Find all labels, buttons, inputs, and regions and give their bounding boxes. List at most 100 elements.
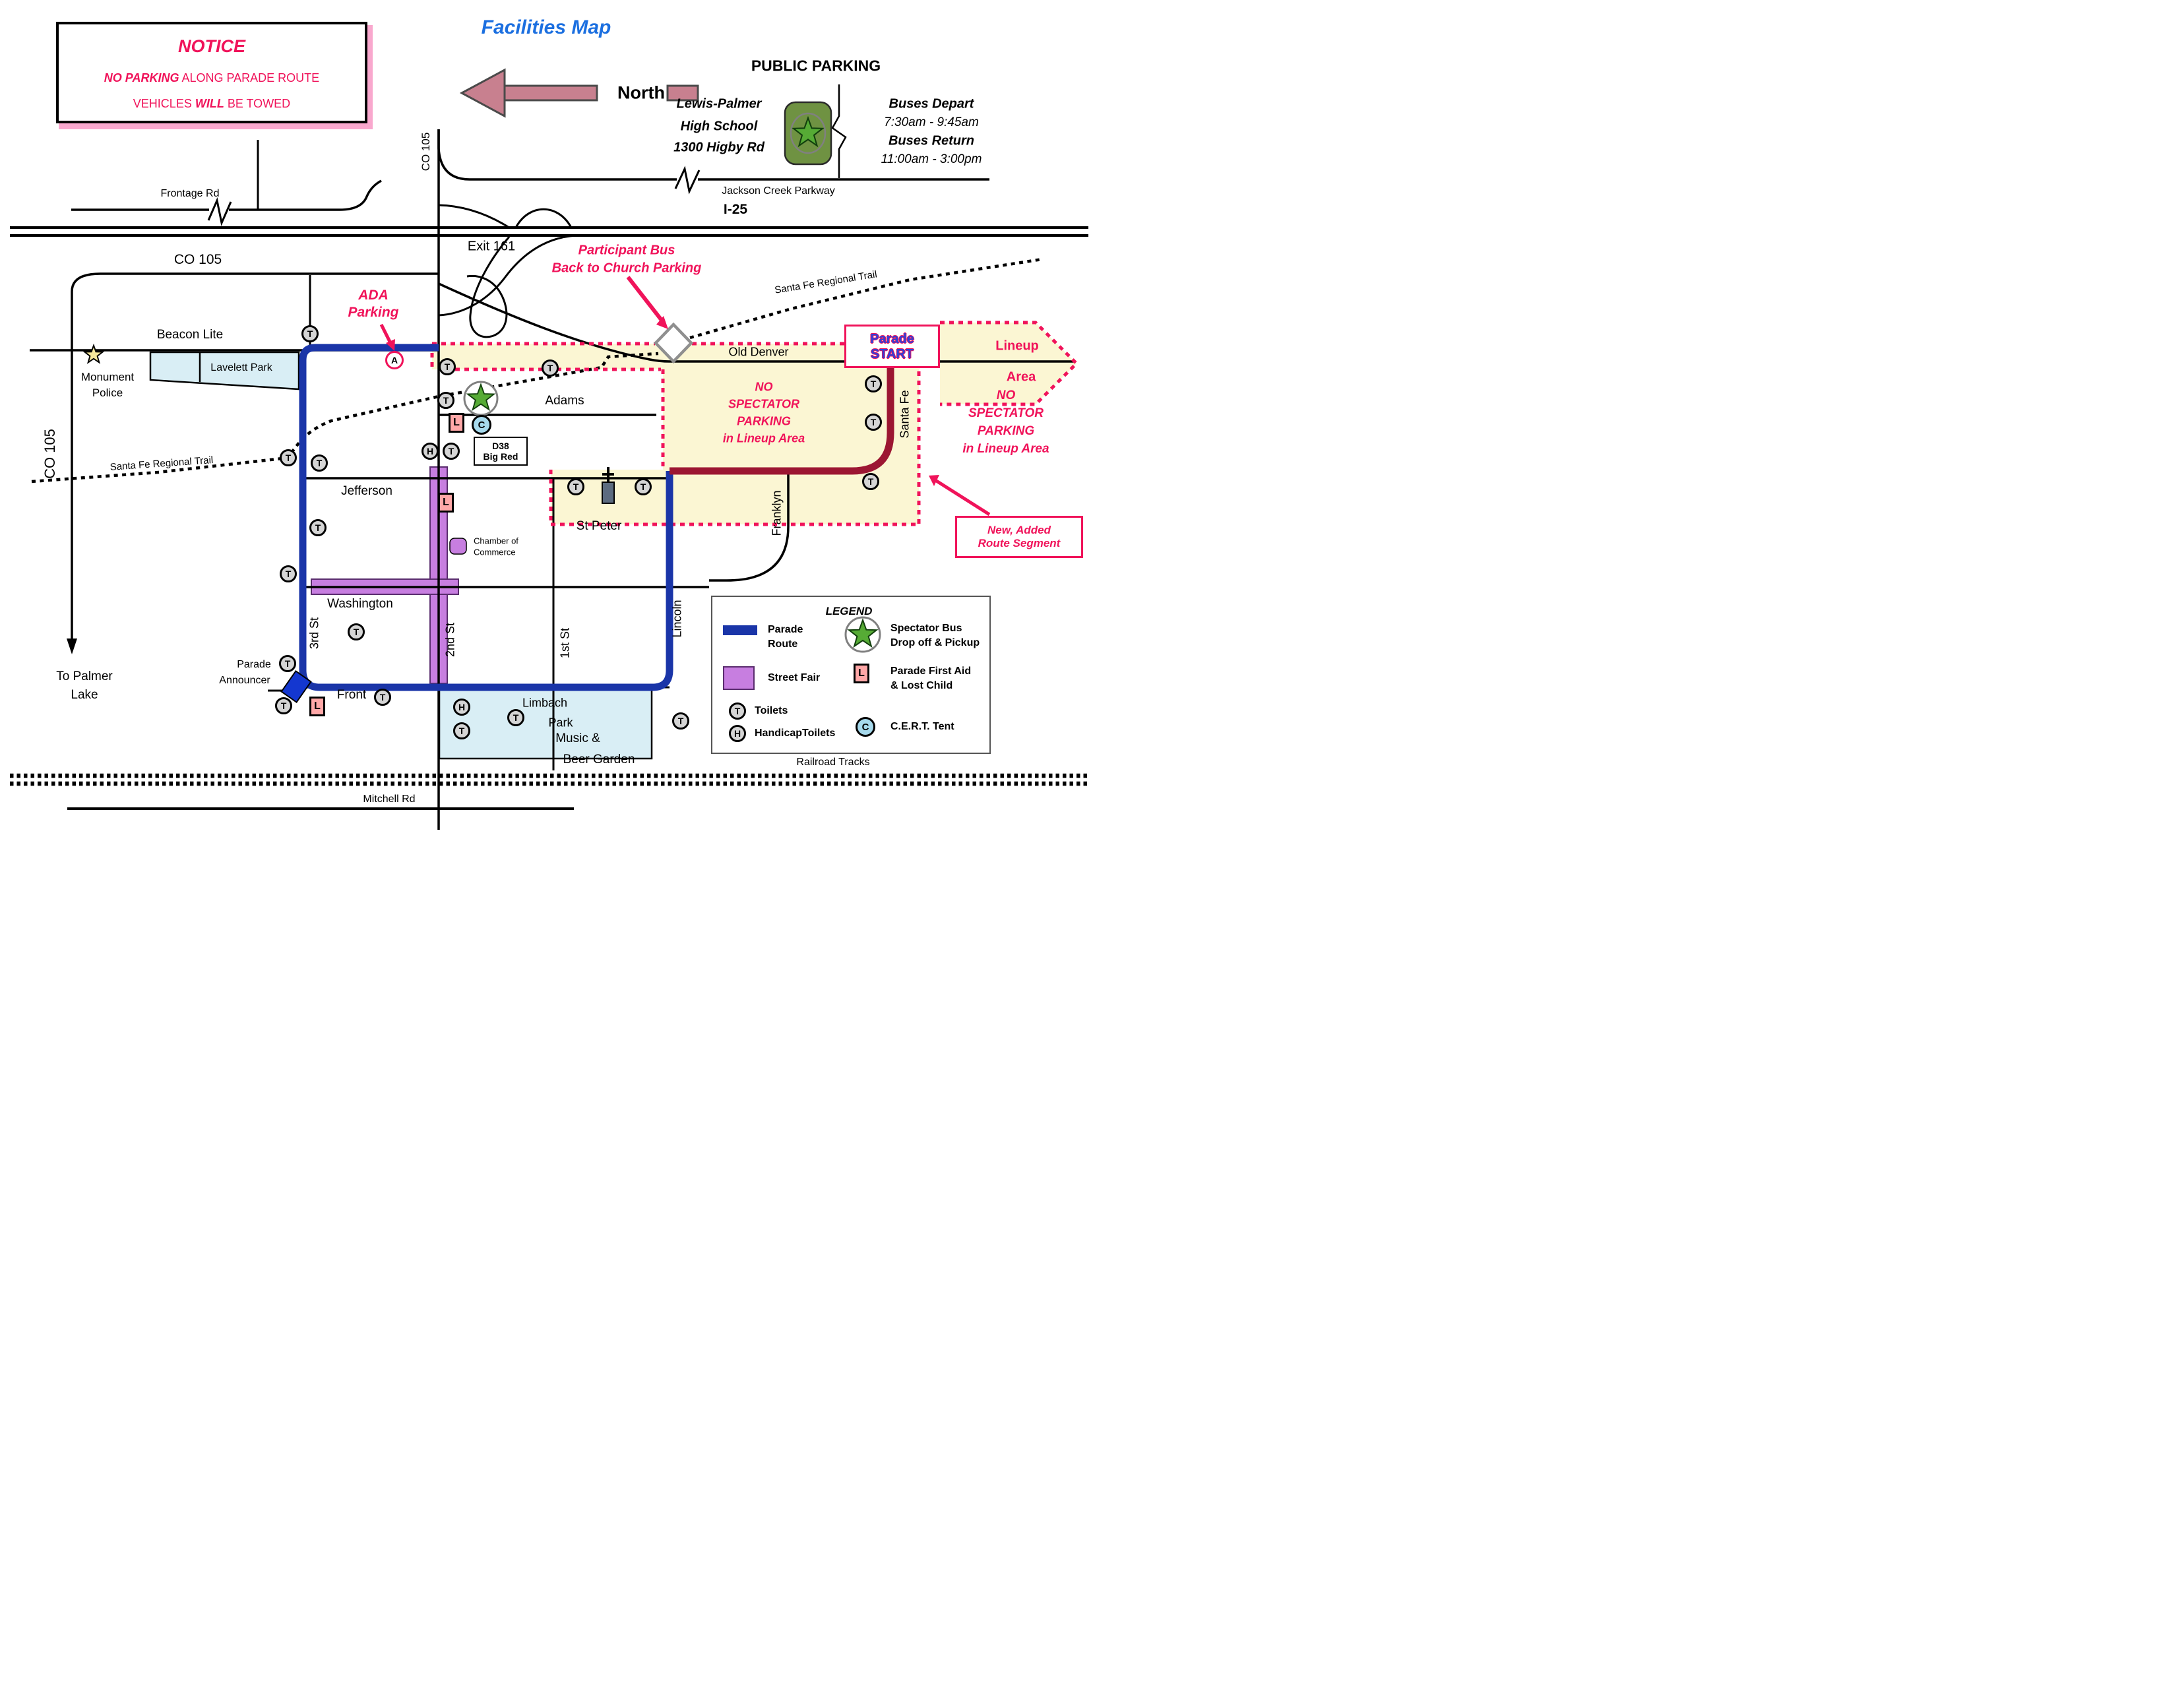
lavelett-park-shape [149, 351, 300, 390]
bus-parking-icon [784, 101, 832, 166]
toilet-icon: T [437, 392, 454, 409]
church-icon [602, 467, 615, 504]
ada-parking-icon: A [385, 351, 404, 369]
no-spectator-left-3: PARKING [737, 414, 791, 428]
chamber-of-commerce-icon [449, 538, 467, 555]
ada-parking-label2: Parking [348, 305, 399, 320]
lincoln-label: Lincoln [670, 600, 684, 638]
legend-spectator-star-icon [844, 616, 881, 653]
adams-label: Adams [545, 394, 584, 408]
police-star-icon [82, 343, 105, 364]
st-peter-label: St Peter [576, 519, 622, 533]
front-label: Front [336, 688, 367, 702]
toilet-icon: T [280, 565, 297, 582]
notice-box: NOTICE NO PARKING ALONG PARADE ROUTE VEH… [56, 22, 367, 123]
no-spectator-right-2: SPECTATOR [968, 406, 1044, 420]
legend-handicap-icon: H [729, 725, 746, 742]
d38-line1: D38 [492, 441, 509, 451]
buses-return-time: 11:00am - 3:00pm [881, 152, 982, 166]
lineup-label2: Area [1006, 369, 1036, 385]
notice-heading: NOTICE [177, 36, 245, 56]
pointer-arrows [379, 276, 991, 516]
toilet-icon: T [453, 722, 470, 739]
north-arrow-icon [459, 68, 699, 118]
legend-toilets-label: Toilets [755, 705, 788, 716]
north-label: North [617, 82, 665, 103]
limbach-park-label1: Limbach [522, 696, 568, 710]
first-aid-lost-child-icon: L [309, 697, 325, 716]
school-name-line2: High School [680, 119, 758, 134]
parade-announcer-icon [268, 670, 312, 703]
new-segment-line1: New, Added [987, 524, 1051, 536]
jackson-creek-label: Jackson Creek Parkway [722, 185, 835, 197]
lavelett-park-label: Lavelett Park [210, 362, 272, 373]
co105-left-label: CO 105 [42, 429, 58, 479]
jefferson-label: Jefferson [341, 484, 392, 498]
toilet-icon: T [567, 478, 584, 495]
lineup-label1: Lineup [995, 338, 1039, 354]
first-aid-lost-child-icon: L [449, 413, 464, 433]
legend-first-aid-label2: & Lost Child [890, 680, 953, 691]
toilet-icon: T [672, 712, 689, 730]
legend-toilet-icon: T [729, 702, 746, 720]
handicap-toilet-icon: H [453, 699, 470, 716]
toilet-icon: T [507, 709, 524, 726]
santa-fe-st-label: Santa Fe [898, 390, 912, 439]
legend-parade-route-swatch [723, 625, 757, 635]
legend-parade-route-label2: Route [768, 639, 798, 650]
legend-street-fair-label: Street Fair [768, 672, 821, 683]
page-title: Facilities Map [481, 16, 611, 38]
no-spectator-left-2: SPECTATOR [728, 397, 800, 411]
beacon-lite-label: Beacon Lite [156, 328, 224, 342]
toilet-icon: T [439, 358, 456, 375]
school-name-line1: Lewis-Palmer [676, 96, 762, 111]
first-aid-lost-child-icon: L [438, 493, 454, 513]
to-palmer-lake-label1: To Palmer [56, 670, 113, 683]
legend-title: LEGEND [825, 605, 873, 617]
monument-police-label1: Monument [80, 371, 135, 383]
toilet-icon: T [279, 655, 296, 672]
participant-bus-diamond [653, 322, 694, 364]
parade-announcer-label1: Parade [237, 659, 271, 670]
legend-street-fair-swatch [723, 666, 755, 690]
facilities-map: NOTICE NO PARKING ALONG PARADE ROUTE VEH… [0, 0, 1092, 841]
legend-lost-child-icon: L [854, 664, 869, 683]
third-st-label: 3rd St [307, 617, 321, 650]
handicap-toilet-icon: H [421, 443, 439, 460]
limbach-park-label2: Park [548, 716, 573, 730]
public-parking-title: PUBLIC PARKING [751, 57, 881, 75]
no-spectator-right-3: PARKING [977, 424, 1035, 438]
participant-bus-label2: Back to Church Parking [551, 261, 702, 276]
ada-parking-label1: ADA [358, 288, 389, 303]
legend-spectator-label2: Drop off & Pickup [890, 637, 980, 648]
buses-depart-label: Buses Depart [889, 96, 974, 111]
notice-line2: NO PARKING ALONG PARADE ROUTE [104, 71, 320, 84]
toilet-icon: T [635, 478, 652, 495]
frontage-rd-label: Frontage Rd [160, 188, 220, 199]
no-spectator-left-4: in Lineup Area [722, 431, 805, 445]
i25-label: I-25 [723, 202, 748, 217]
toilet-icon: T [280, 449, 297, 466]
parade-start-line1: Parade [870, 332, 914, 346]
legend-cert-icon: C [856, 717, 875, 737]
no-spectator-left-1: NO [755, 380, 773, 394]
toilet-icon: T [542, 359, 559, 377]
legend-first-aid-label1: Parade First Aid [890, 666, 972, 677]
exit-161-label: Exit 161 [467, 239, 516, 254]
music-beer-garden-label2: Beer Garden [563, 753, 635, 766]
parade-start-box: Parade START [844, 325, 940, 368]
buses-return-label: Buses Return [888, 133, 975, 148]
music-beer-garden-label1: Music & [555, 732, 600, 745]
toilet-icon: T [309, 519, 327, 536]
washington-label: Washington [327, 597, 393, 611]
new-route-segment-line [670, 368, 894, 475]
toilet-icon: T [865, 414, 882, 431]
to-palmer-lake-label2: Lake [71, 688, 98, 702]
no-spectator-right-1: NO [996, 389, 1016, 402]
toilet-icon: T [311, 454, 328, 472]
road-network [10, 84, 1088, 830]
railroad-tracks-line [10, 773, 1088, 786]
road-break-symbols [207, 166, 701, 226]
parade-start-line2: START [870, 347, 914, 361]
second-st-label: 2nd St [443, 622, 457, 658]
